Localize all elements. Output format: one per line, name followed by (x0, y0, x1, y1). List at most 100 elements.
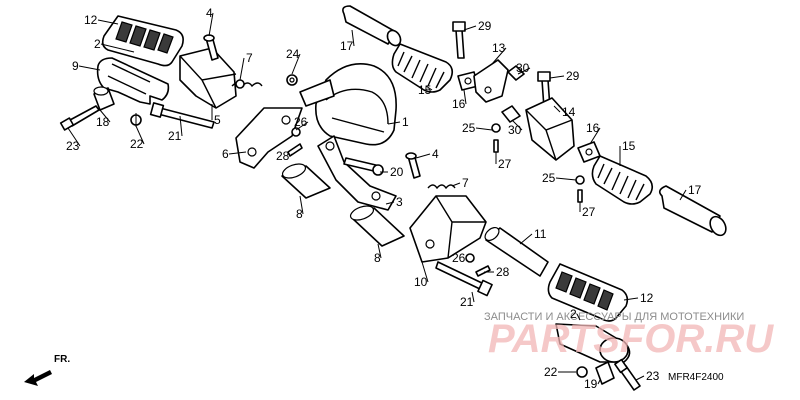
part-number-label: 29 (566, 69, 580, 83)
callout-leader (239, 57, 245, 81)
callout-c2b: 2 (570, 307, 581, 321)
callout-c16a: 16 (452, 89, 467, 111)
callout-c4a: 4 (206, 6, 214, 37)
callout-leader (597, 379, 601, 385)
callout-leader (589, 127, 601, 145)
pin-4-middle (405, 152, 421, 179)
callout-c11: 11 (519, 227, 547, 245)
part-number-label: 15 (418, 83, 432, 97)
callout-c21b: 21 (460, 291, 475, 309)
watermark-caption: ЗАПЧАСТИ И АКСЕССУАРЫ ДЛЯ МОТОТЕХНИКИ (484, 311, 744, 323)
nut-22-upper (130, 113, 142, 127)
footpeg-cover-lower (555, 323, 631, 363)
heel-guard (299, 63, 397, 146)
bolt-30-middle (501, 105, 521, 123)
part-number-label: 18 (96, 115, 110, 129)
callout-c4b: 4 (415, 147, 439, 161)
callout-c24: 24 (286, 47, 301, 75)
part-number-label: 22 (544, 365, 558, 379)
footpeg-rubber-upper (101, 15, 184, 67)
callout-leader (97, 19, 119, 25)
callout-leader (385, 201, 395, 205)
callout-c5: 5 (211, 104, 221, 127)
callout-c14: 14 (553, 105, 576, 119)
callout-leader (421, 261, 429, 283)
callout-leader (228, 151, 247, 155)
callout-leader (351, 29, 355, 47)
part-number-label: 22 (130, 137, 144, 151)
callout-leader (451, 182, 461, 187)
part-number-label: 28 (496, 265, 510, 279)
callout-leader (475, 127, 493, 131)
bushing-lower (595, 361, 615, 385)
front-direction-label: FR. (54, 354, 70, 365)
part-number-label: 15 (622, 139, 636, 153)
footpeg-pin-17-upper (342, 5, 402, 47)
part-number-label: 7 (246, 51, 253, 65)
callout-leader (679, 189, 687, 201)
callout-leader (208, 12, 214, 37)
footpeg-rubber-15-lower (591, 155, 654, 205)
diagram-code: MFR4F2400 (668, 372, 724, 383)
hardware-26-28-upper (287, 127, 303, 157)
bracket-14 (525, 97, 575, 161)
callout-c23b: 23 (635, 369, 660, 383)
bolt-23-lower (614, 358, 641, 391)
part-number-label: 8 (374, 251, 381, 265)
callout-leader (99, 109, 111, 123)
part-number-label: 2 (570, 307, 577, 321)
part-number-label: 16 (452, 97, 466, 111)
part-number-label: 8 (296, 207, 303, 221)
part-number-label: 29 (478, 19, 492, 33)
part-number-label: 23 (646, 369, 660, 383)
bolt-30-upper (507, 65, 525, 81)
callout-c25b: 25 (542, 171, 577, 185)
part-number-label: 27 (582, 205, 596, 219)
part-number-label: 7 (462, 176, 469, 190)
front-direction-arrow: FR. (24, 354, 70, 386)
footpeg-holder-lower (409, 195, 487, 263)
callout-leader (576, 313, 581, 321)
pivot-pin-21-upper (149, 102, 215, 129)
callout-c18: 18 (96, 109, 111, 129)
footpeg-core (484, 226, 549, 277)
part-number-label: 9 (72, 59, 79, 73)
callout-leader (387, 121, 401, 125)
callout-c30b: 30 (508, 119, 523, 137)
callout-leader (623, 297, 639, 301)
callout-leader (519, 233, 533, 245)
callout-leader (291, 53, 301, 75)
nut-22-lower (576, 366, 588, 378)
footpeg-pin-17-lower (658, 185, 727, 237)
callout-leader (377, 243, 382, 259)
callout-c2a: 2 (94, 37, 135, 53)
step-bracket-plate (235, 107, 303, 169)
callout-c6: 6 (222, 147, 247, 161)
part-number-label: 12 (640, 291, 654, 305)
callout-leader (463, 89, 467, 105)
part-number-label: 17 (340, 39, 354, 53)
part-number-label: 25 (462, 121, 476, 135)
callout-leader (415, 153, 431, 159)
part-number-label: 19 (584, 377, 598, 391)
callout-c8a: 8 (296, 195, 304, 221)
collar-8-lower (349, 205, 405, 247)
callout-c30a: 30 (516, 61, 531, 75)
callout-leader (425, 85, 433, 91)
part-number-label: 21 (168, 129, 182, 143)
callout-c15b: 15 (619, 139, 636, 166)
pivot-pin-21-lower (435, 261, 493, 297)
callout-leader (78, 65, 101, 71)
callout-c22a: 22 (130, 125, 145, 151)
callout-c27a: 27 (495, 152, 512, 171)
callout-leader (295, 121, 309, 131)
part-number-label: 20 (390, 165, 404, 179)
callout-c22b: 22 (544, 365, 576, 379)
spring-7-middle (427, 184, 456, 190)
callout-c10: 10 (414, 261, 429, 289)
callout-leader (179, 115, 183, 137)
watermark-brand: PARTSFOR.RU (488, 317, 774, 361)
part-number-label: 13 (492, 41, 506, 55)
